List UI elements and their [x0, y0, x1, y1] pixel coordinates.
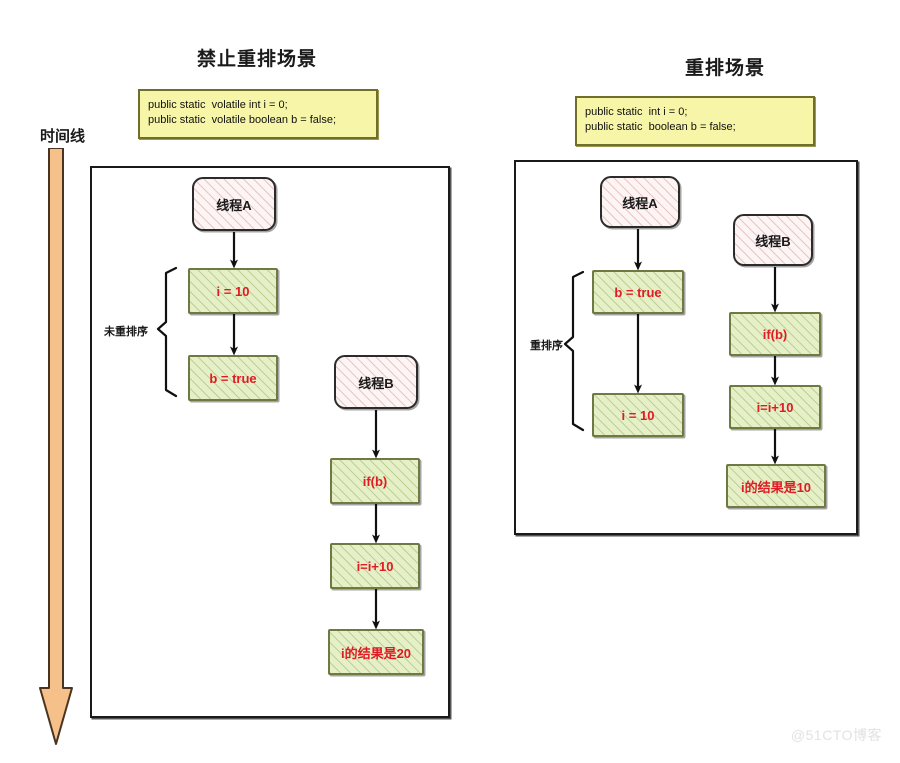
brace-label-reorder: 重排序 [530, 340, 563, 352]
timeline-label: 时间线 [40, 128, 86, 145]
statement-node[interactable]: if(b) [330, 458, 420, 504]
thread-node[interactable]: 线程B [334, 355, 418, 409]
code-line: public static volatile boolean b = false… [148, 114, 337, 126]
statement-node[interactable]: b = true [592, 270, 684, 314]
thread-node[interactable]: 线程A [192, 177, 276, 231]
panel-title-reorder: 重排场景 [685, 58, 766, 79]
brace-label-no-reorder: 未重排序 [104, 326, 148, 338]
statement-node[interactable]: if(b) [729, 312, 821, 356]
code-line: public static int i = 0; [585, 106, 688, 118]
statement-node[interactable]: i = 10 [188, 268, 278, 314]
code-line: public static boolean b = false; [585, 121, 736, 133]
statement-node[interactable]: i=i+10 [330, 543, 420, 589]
code-box-no-reorder: public static volatile int i = 0; public… [138, 89, 378, 139]
statement-node[interactable]: b = true [188, 355, 278, 401]
statement-node[interactable]: i的结果是20 [328, 629, 424, 675]
timeline-arrow-icon [39, 148, 73, 745]
code-line: public static volatile int i = 0; [148, 99, 288, 111]
panel-title-no-reorder: 禁止重排场景 [197, 49, 318, 70]
statement-node[interactable]: i = 10 [592, 393, 684, 437]
statement-node[interactable]: i的结果是10 [726, 464, 826, 508]
watermark: @51CTO博客 [790, 727, 882, 743]
thread-node[interactable]: 线程A [600, 176, 680, 228]
scene-panel-no-reorder [90, 166, 450, 718]
thread-node[interactable]: 线程B [733, 214, 813, 266]
statement-node[interactable]: i=i+10 [729, 385, 821, 429]
code-box-reorder: public static int i = 0; public static b… [575, 96, 815, 146]
